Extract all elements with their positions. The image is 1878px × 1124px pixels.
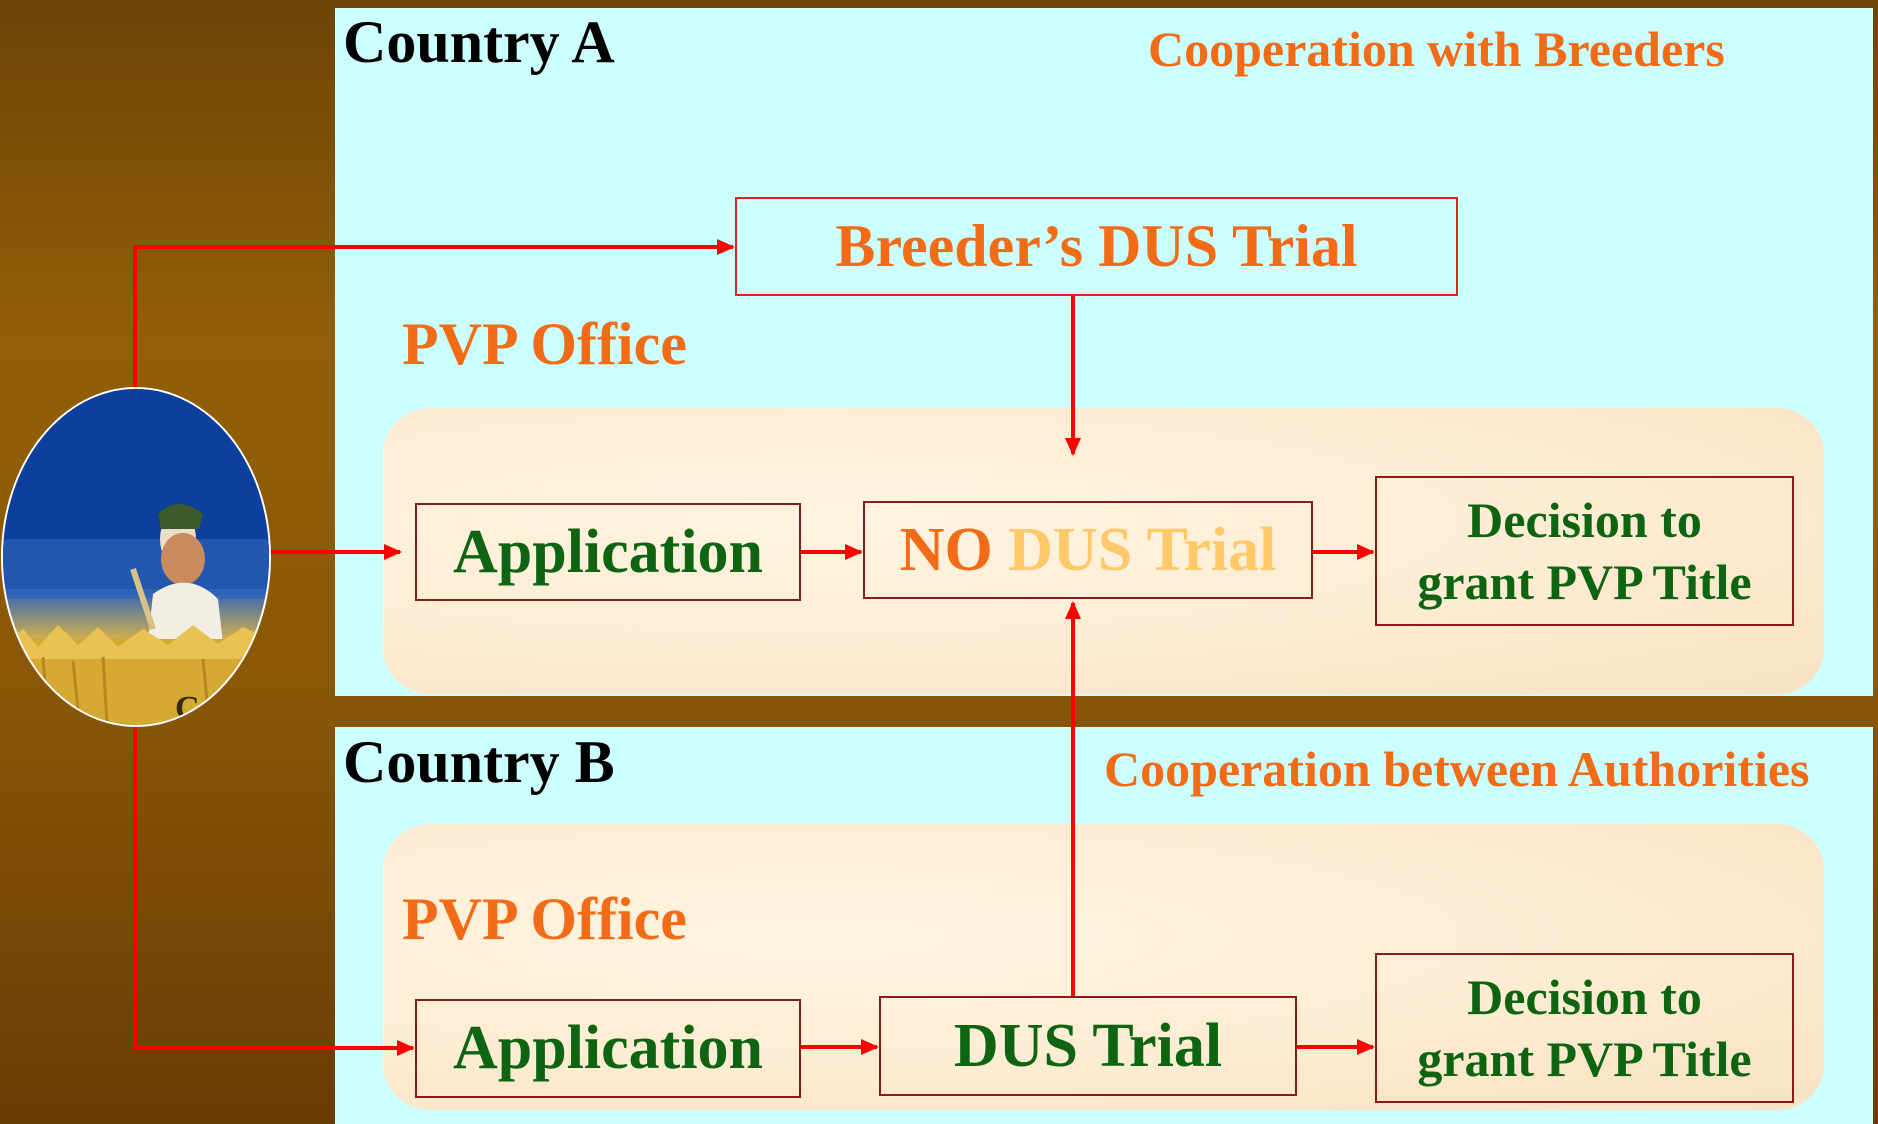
country-b-application-label: Application [452,1014,764,1082]
country-b-dus-trial-label: DUS Trial [953,1011,1223,1080]
country-b-decision-line1: Decision to [1467,969,1702,1025]
arrow-applicant-to-application-b [133,727,415,1056]
country-a-pvp-office-area [383,408,1824,694]
no-dus-trial-label: DUS Trial [1008,515,1277,584]
farmer-photo-icon: Co [1,387,271,727]
breeders-dus-trial-box: Breeder’s DUS Trial [735,197,1458,296]
country-b-dus-trial-box: DUS Trial [879,996,1297,1096]
country-b-decision-line2: grant PVP Title [1417,1031,1752,1087]
country-b-cooperation-label: Cooperation between Authorities [1104,741,1810,797]
country-b-decision-box: Decision to grant PVP Title [1375,953,1794,1103]
country-a-cooperation-label: Cooperation with Breeders [1148,21,1725,77]
country-a-application-box: Application [415,503,801,601]
country-a-office-label: PVP Office [402,311,687,377]
country-b-application-box: Application [415,999,801,1098]
country-a-application-label: Application [452,517,764,586]
country-a-title: Country A [343,9,615,75]
country-b-title: Country B [343,729,615,795]
arrow-applicant-to-breeder-trial [133,239,735,387]
country-b-pvp-office-area [383,824,1824,1110]
country-a-decision-box: Decision to grant PVP Title [1375,476,1794,626]
country-a-decision-line2: grant PVP Title [1417,554,1752,610]
country-b-office-label: PVP Office [402,886,687,952]
no-dus-trial-box: NO DUS Trial [863,501,1313,599]
no-label: NO [899,515,993,584]
breeders-dus-trial-label: Breeder’s DUS Trial [835,213,1358,279]
country-a-decision-line1: Decision to [1467,492,1702,548]
